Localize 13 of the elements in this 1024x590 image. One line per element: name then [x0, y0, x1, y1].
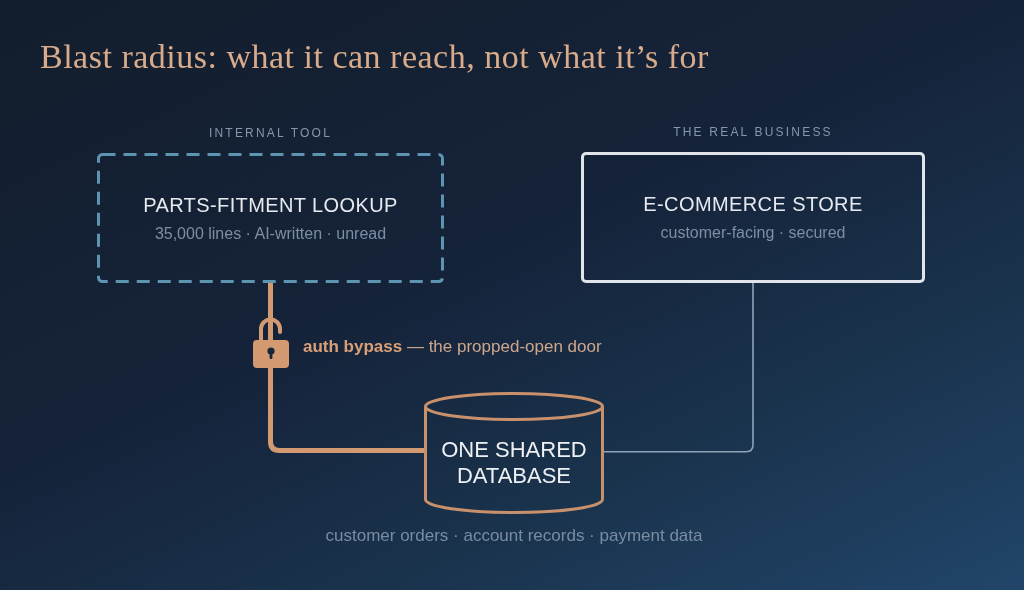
database-label: ONE SHARED DATABASE	[440, 437, 588, 489]
connector-line	[603, 282, 754, 453]
database-cylinder	[424, 392, 604, 514]
box-title: PARTS-FITMENT LOOKUP	[143, 192, 398, 217]
box-subtitle: customer-facing · secured	[660, 223, 846, 243]
box-subtitle: 35,000 lines · AI-written · unread	[154, 223, 387, 244]
page-title: Blast radius: what it can reach, not what it’s for	[40, 37, 709, 77]
section-heading: THE REAL BUSINESS	[672, 124, 834, 140]
box-title: E-COMMERCE STORE	[643, 192, 863, 216]
edge-label: auth bypass — the propped-open door	[303, 336, 602, 358]
connector-line	[268, 283, 424, 454]
section-heading: INTERNAL TOOL	[207, 125, 334, 141]
caption-text: customer orders · account records · payment data	[324, 525, 704, 547]
